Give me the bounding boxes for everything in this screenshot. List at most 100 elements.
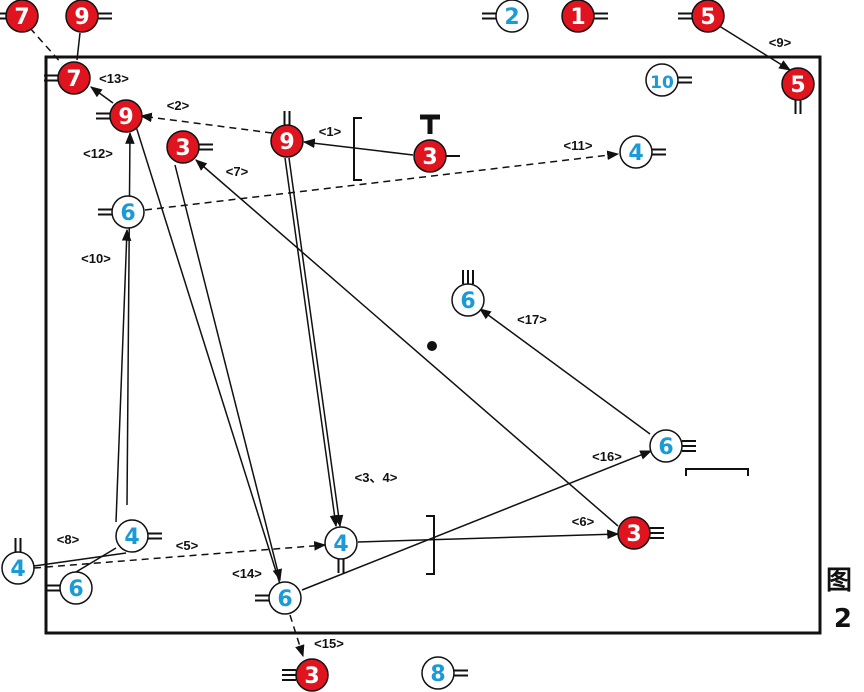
move-line-11 [144,150,620,211]
move-line-18 [127,100,281,585]
blue-player-b4-bl: 4 [115,519,162,553]
blue-player-b8-bottom: 8 [421,656,468,690]
move-line-3-b [288,157,344,528]
red-player-r7-top: 7 [0,0,39,33]
player-number: 4 [124,525,139,550]
player-circle [645,63,679,97]
blue-player-b6-left: 6 [98,195,145,229]
bracket-right [426,515,435,575]
move-label-a15: <15> [314,636,344,651]
move-line-4 [33,541,327,569]
move-line-13 [90,86,114,104]
player-circle [65,0,99,33]
player-circle [649,429,683,463]
player-circle [421,656,455,690]
player-circle [115,519,149,553]
field-border [44,55,822,635]
player-number: 3 [422,145,437,170]
red-player-r3-left: 3 [166,130,213,164]
player-circle [617,516,651,550]
blue-player-b6-bottom: 6 [255,581,302,615]
blue-player-b2-top: 2 [482,0,529,33]
player-circle [324,526,358,560]
player-number: 4 [333,532,348,557]
player-number: 3 [175,136,190,161]
field-marks [353,114,749,575]
move-label-a14: <14> [232,566,262,581]
move-label-a12: <12> [83,146,113,161]
move-line-16 [301,450,653,591]
move-label-a8: <8> [57,532,80,547]
player-number: 6 [120,201,135,226]
t-mark [420,114,440,134]
move-labels: <1><2><3、4><5><6><7><8><9><10><11><12><1… [57,35,792,651]
player-circle [413,139,447,173]
figure-caption-char: 图 [825,566,852,596]
player-circle [691,0,725,33]
player-number: 10 [650,73,674,93]
move-label-a7: <7> [226,164,249,179]
player-circle [451,283,485,317]
player-number: 5 [700,5,715,30]
player-circle [109,99,143,133]
bracket-left [353,117,362,181]
move-line-12 [125,131,135,506]
move-line-20 [76,32,81,61]
player-number: 6 [460,289,475,314]
move-line-3-a [284,157,340,528]
player-number: 3 [626,522,641,547]
move-line-10 [115,228,132,523]
red-player-r9-mid: 9 [270,111,304,158]
player-number: 1 [570,5,585,30]
blue-player-b4-center: 4 [324,526,358,573]
player-number: 2 [504,5,519,30]
move-line-17 [479,308,651,435]
blue-player-b6-bl: 6 [46,571,93,605]
move-line-19 [29,27,63,65]
move-label-a17: <17> [517,312,547,327]
move-line-1 [302,138,414,156]
move-line-8 [33,552,127,567]
red-player-r5: 5 [781,67,815,114]
player-circle [5,0,39,33]
figure-caption-number: 2 [833,604,852,634]
player-circle [561,0,595,33]
movement-lines [29,23,792,658]
blue-player-b10: 10 [645,63,692,97]
player-circle [619,135,653,169]
player-number: 6 [658,435,673,460]
red-player-r9: 9 [96,99,143,133]
player-circle [268,581,302,615]
move-label-a5: <5> [176,538,199,553]
red-player-r3-right: 3 [617,516,664,550]
move-line-6 [195,159,619,527]
player-circle [57,61,91,95]
move-label-a2: <2> [167,98,190,113]
player-number: 7 [14,5,29,30]
move-label-a10: <10> [81,251,111,266]
red-player-r3-bottom: 3 [282,658,329,692]
player-number: 8 [430,662,445,687]
player-number: 3 [304,664,319,689]
blue-player-b4-right: 4 [619,135,666,169]
player-number: 4 [10,557,25,582]
move-line-9 [715,23,792,71]
player-circle [166,130,200,164]
move-line-7 [75,547,117,573]
move-label-a16: <16> [592,449,622,464]
blue-player-b6-mid: 6 [451,270,485,317]
player-number: 5 [790,73,805,98]
position-marker [685,468,749,476]
move-label-a13: <13> [99,71,129,86]
move-line-5 [357,529,620,543]
player-number: 6 [68,577,83,602]
player-number: 9 [74,5,89,30]
move-label-a3: <3、4> [355,470,398,485]
blue-player-b4-edge: 4 [1,538,35,585]
player-circle [111,195,145,229]
move-line-15 [289,614,305,658]
ball-dot [427,341,437,351]
player-number: 9 [118,105,133,130]
